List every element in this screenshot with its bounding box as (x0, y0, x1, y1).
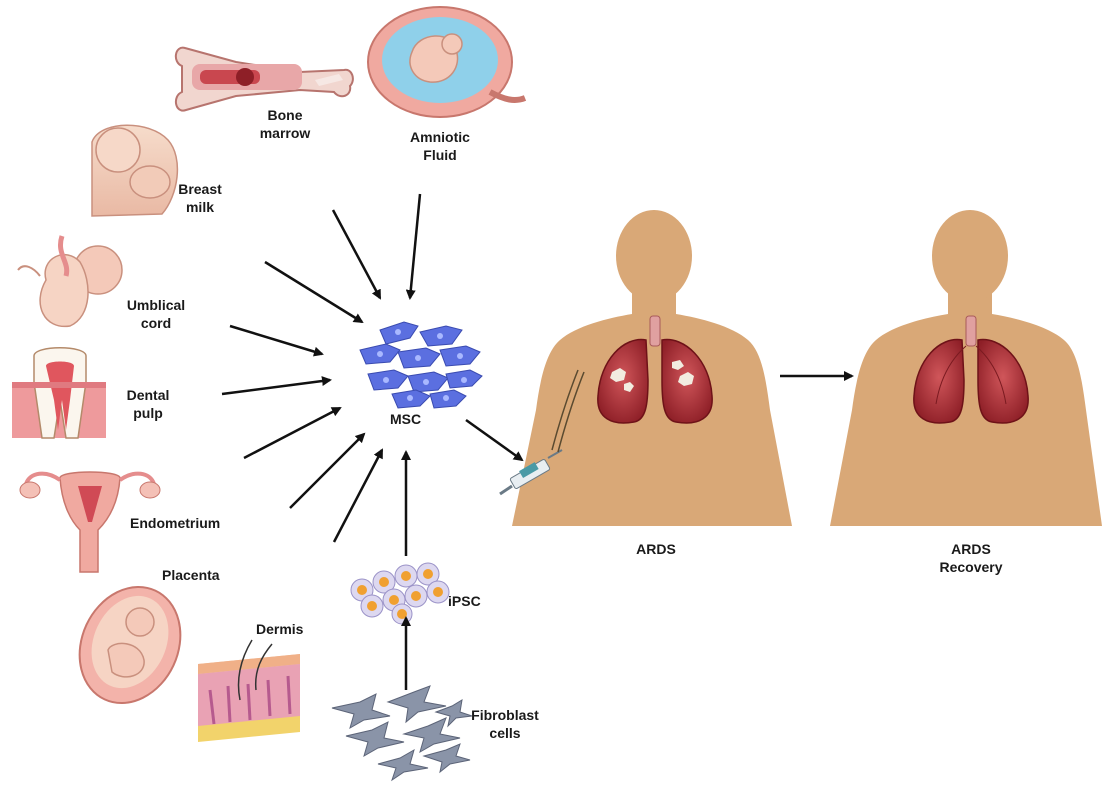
dermis-icon (198, 640, 300, 742)
label-endometrium: Endometrium (130, 514, 220, 532)
arrow-msc-to-patient (466, 420, 522, 460)
arrow-dermis (334, 450, 382, 542)
arrow-bone-marrow (333, 210, 380, 298)
arrow-dental (222, 380, 330, 394)
bone-marrow-icon (176, 48, 353, 111)
arrow-endometrium (244, 408, 340, 458)
recovery-patient-figure (830, 210, 1102, 526)
amniotic-fluid-icon (368, 7, 525, 117)
label-ipsc: iPSC (448, 592, 481, 610)
ipsc-cluster (351, 563, 449, 624)
label-dermis: Dermis (256, 620, 303, 638)
arrow-umbilical (230, 326, 322, 354)
ards-patient-figure (500, 210, 792, 526)
label-msc: MSC (390, 410, 421, 428)
arrow-amniotic (410, 194, 420, 298)
dental-pulp-icon (12, 348, 106, 438)
arrow-placenta (290, 434, 364, 508)
fibroblast-cells-icon (332, 686, 472, 780)
arrow-breast-milk (265, 262, 362, 322)
placenta-icon (61, 570, 199, 719)
msc-cluster (360, 322, 482, 408)
label-placenta: Placenta (162, 566, 220, 584)
umbilical-cord-icon (18, 236, 122, 326)
label-ards: ARDS (616, 540, 696, 558)
breast-milk-icon (92, 125, 177, 216)
